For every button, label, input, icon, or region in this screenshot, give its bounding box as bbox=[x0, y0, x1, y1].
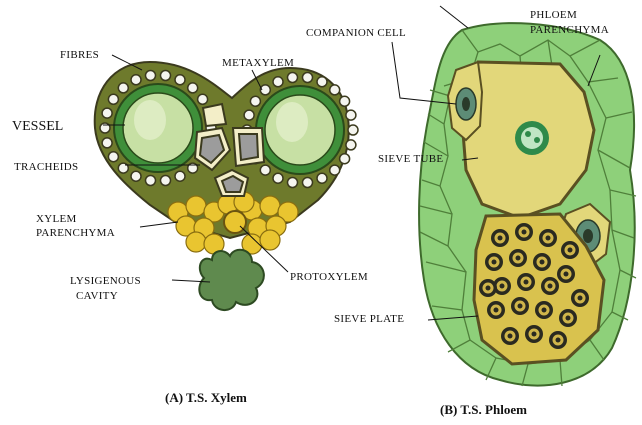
fibre-cell bbox=[250, 96, 260, 106]
fibre-cell bbox=[161, 71, 171, 81]
sieve-pore bbox=[501, 327, 519, 345]
fibre-cell bbox=[146, 176, 156, 186]
fibre-cell bbox=[330, 85, 340, 95]
sieve-pore bbox=[559, 309, 577, 327]
fibre-cell bbox=[131, 171, 141, 181]
parenchyma-cell bbox=[260, 196, 280, 216]
sieve-pore bbox=[561, 241, 579, 259]
sieve-pore bbox=[517, 273, 535, 291]
sieve-pore bbox=[525, 325, 543, 343]
label-lysigenous-line1: LYSIGENOUS bbox=[70, 275, 141, 287]
fibre-cell bbox=[198, 94, 208, 104]
fibre-cell bbox=[108, 94, 118, 104]
sieve-pore bbox=[535, 301, 553, 319]
fibre-cell bbox=[330, 165, 340, 175]
fibre-cell bbox=[175, 75, 185, 85]
label-phloem-parenchyma-line2: PARENCHYMA bbox=[530, 24, 609, 36]
fibre-cell bbox=[188, 83, 198, 93]
fibre-cell bbox=[273, 173, 283, 183]
fibre-cell bbox=[175, 171, 185, 181]
label-metaxylem: METAXYLEM bbox=[222, 57, 294, 69]
fibre-cell bbox=[108, 152, 118, 162]
label-companion-cell: COMPANION CELL bbox=[306, 27, 406, 39]
sieve-pore bbox=[479, 279, 497, 297]
lysigenous-cavity bbox=[199, 250, 264, 310]
fibre-cell bbox=[303, 178, 313, 188]
sieve-pore bbox=[485, 253, 503, 271]
sieve-pore bbox=[511, 297, 529, 315]
fibre-cell bbox=[118, 83, 128, 93]
sieve-pore bbox=[571, 289, 589, 307]
parenchyma-cell bbox=[186, 196, 206, 216]
sieve-pore bbox=[557, 265, 575, 283]
fibre-cell bbox=[340, 96, 350, 106]
phloem-figure bbox=[419, 23, 636, 386]
label-phloem-parenchyma-line1: PHLOEM bbox=[530, 9, 577, 21]
label-sieve-plate: SIEVE PLATE bbox=[334, 313, 404, 325]
fibre-cell bbox=[102, 138, 112, 148]
fibre-cell bbox=[161, 176, 171, 186]
label-xylem-parenchyma-line2: PARENCHYMA bbox=[36, 227, 115, 239]
sieve-pore bbox=[541, 277, 559, 295]
label-xylem-parenchyma-line1: XYLEM bbox=[36, 213, 77, 225]
fibre-cell bbox=[317, 173, 327, 183]
fibre-cell bbox=[346, 140, 356, 150]
protoxylem bbox=[224, 211, 246, 233]
fibre-cell bbox=[244, 110, 254, 120]
parenchyma-cell bbox=[260, 230, 280, 250]
label-sieve-tube: SIEVE TUBE bbox=[378, 153, 443, 165]
fibre-cell bbox=[340, 154, 350, 164]
label-fibres: FIBRES bbox=[60, 49, 99, 61]
fibre-cell bbox=[288, 178, 298, 188]
sieve-pore bbox=[509, 249, 527, 267]
sieve-pore bbox=[549, 331, 567, 349]
sieve-pore bbox=[487, 301, 505, 319]
fibre-cell bbox=[317, 77, 327, 87]
fibre-cell bbox=[303, 73, 313, 83]
fibre-cell bbox=[260, 165, 270, 175]
fibre-cell bbox=[102, 108, 112, 118]
fibre-cell bbox=[131, 75, 141, 85]
fibre-cell bbox=[346, 110, 356, 120]
fibre-cell bbox=[146, 71, 156, 81]
sieve-pore bbox=[533, 253, 551, 271]
fibre-cell bbox=[273, 77, 283, 87]
sieve-pore bbox=[515, 223, 533, 241]
label-vessel: VESSEL bbox=[12, 119, 63, 134]
parenchyma-cell bbox=[186, 232, 206, 252]
label-lysigenous-line2: CAVITY bbox=[76, 290, 118, 302]
label-protoxylem: PROTOXYLEM bbox=[290, 271, 368, 283]
sieve-pore bbox=[491, 229, 509, 247]
sieve-pore bbox=[539, 229, 557, 247]
caption-xylem: (A) T.S. Xylem bbox=[165, 390, 247, 405]
fibre-cell bbox=[288, 73, 298, 83]
caption-phloem: (B) T.S. Phloem bbox=[440, 402, 527, 417]
fibre-cell bbox=[348, 125, 358, 135]
label-tracheids: TRACHEIDS bbox=[14, 161, 78, 173]
